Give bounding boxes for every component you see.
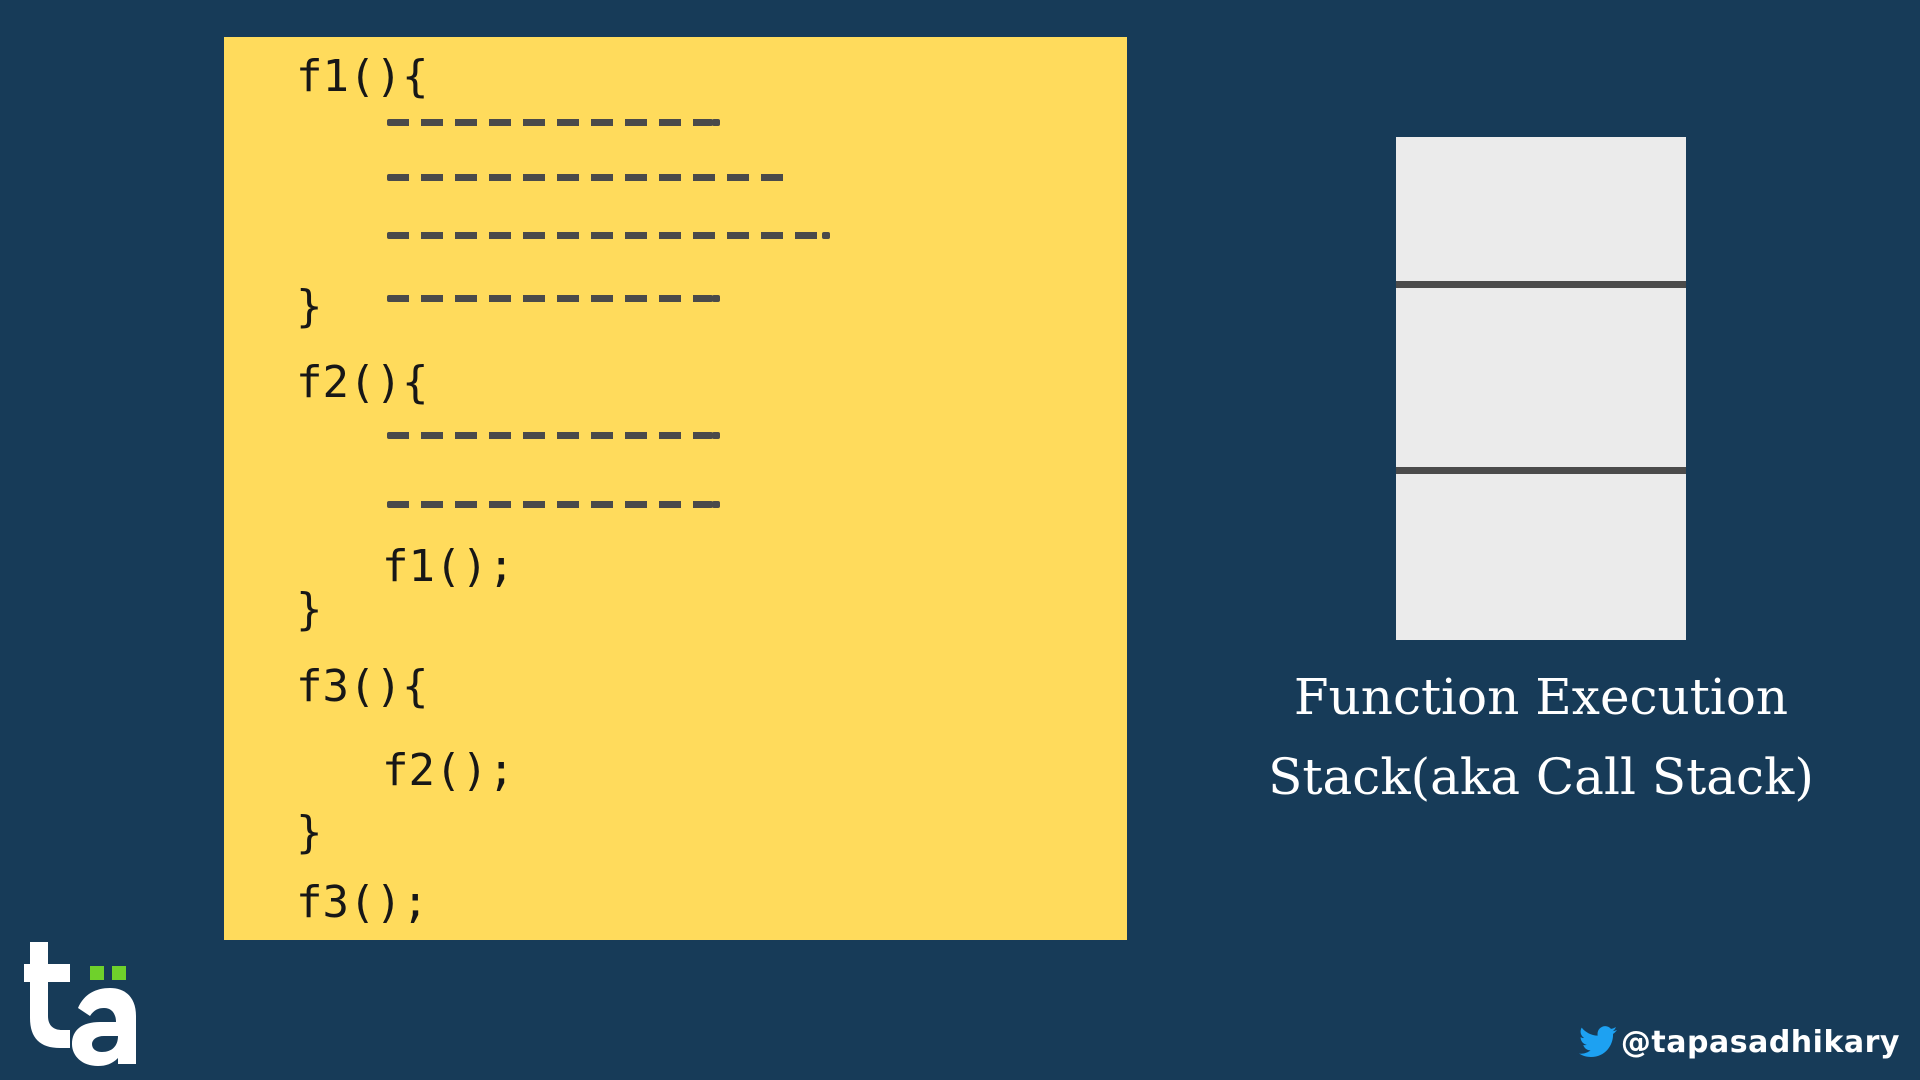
code-line-f2-close: } (296, 584, 323, 635)
stack-slot-top (1396, 137, 1686, 281)
code-placeholder-line (387, 119, 713, 126)
code-placeholder-dot (712, 432, 720, 439)
twitter-handle[interactable]: @tapasadhikary (1578, 1020, 1900, 1064)
code-line-f3-close: } (296, 807, 323, 858)
stack-caption-line-1: Function Execution (1293, 668, 1789, 726)
code-placeholder-dot (712, 295, 720, 302)
code-line-f2-def: f2(){ (296, 357, 429, 408)
stack-caption: Function Execution Stack(aka Call Stack) (1180, 657, 1902, 817)
code-placeholder-line (387, 432, 713, 439)
code-line-f1-close: } (296, 281, 323, 332)
call-stack (1396, 137, 1686, 640)
stack-divider (1396, 281, 1686, 288)
stack-slot-bottom (1396, 474, 1686, 640)
code-placeholder-dot (712, 501, 720, 508)
code-line-f3-def: f3(){ (296, 661, 429, 712)
stack-caption-line-2: Stack(aka Call Stack) (1268, 748, 1814, 806)
code-placeholder-line (387, 295, 713, 302)
code-line-f1-def: f1(){ (296, 51, 429, 102)
code-placeholder-dot (712, 119, 720, 126)
code-placeholder-line (387, 501, 713, 508)
stack-divider (1396, 467, 1686, 474)
twitter-handle-text: @tapasadhikary (1620, 1024, 1900, 1060)
code-line-f1-call: f1(); (382, 541, 515, 592)
twitter-bird-icon (1578, 1026, 1617, 1058)
code-placeholder-line (387, 174, 793, 181)
code-line-f2-call: f2(); (382, 745, 515, 796)
stack-slot-middle (1396, 288, 1686, 467)
code-placeholder-dot (822, 232, 830, 239)
code-line-f3-call: f3(); (296, 877, 429, 928)
ta-logo (24, 942, 136, 1066)
code-placeholder-line (387, 232, 823, 239)
code-panel: f1(){ } f2(){ f1(); } f3(){ f2(); } f3()… (224, 37, 1127, 940)
